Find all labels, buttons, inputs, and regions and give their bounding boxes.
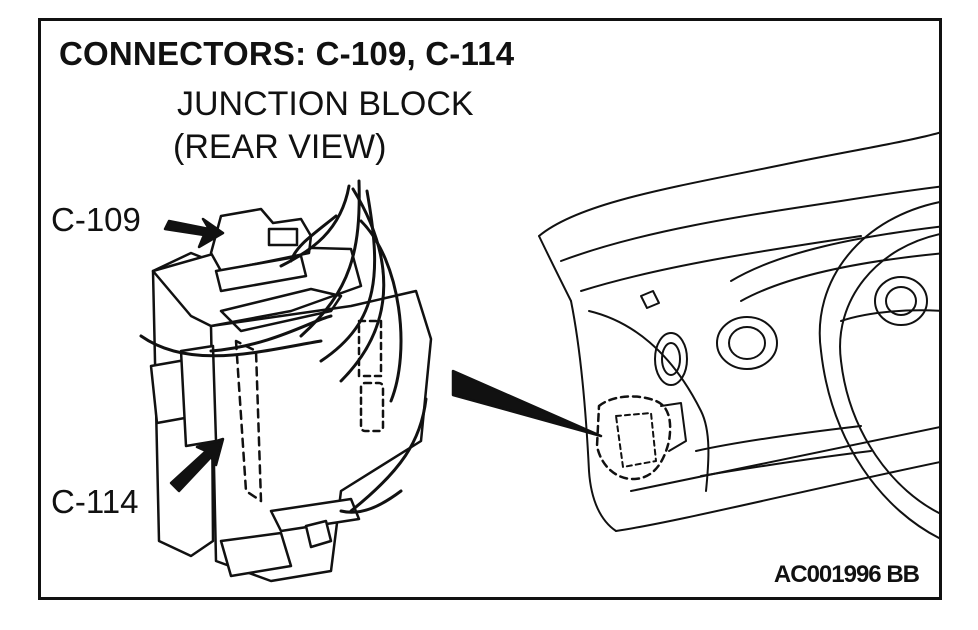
subtitle-junction-block: JUNCTION BLOCK — [177, 85, 474, 123]
page-title: CONNECTORS: C-109, C-114 — [59, 35, 515, 72]
callout-arrows — [163, 217, 225, 493]
figure-code: AC001996 BB — [773, 561, 920, 588]
pointer-wedge — [451, 369, 603, 438]
callout-label-c114: C-114 — [51, 483, 139, 520]
connector-c114 — [149, 344, 218, 448]
junction-block — [151, 244, 433, 583]
diagram-frame: CONNECTORS: C-109, C-114 JUNCTION BLOCK … — [38, 18, 942, 600]
callout-label-c109: C-109 — [51, 201, 141, 238]
connector-c109 — [209, 207, 313, 293]
wire-harness — [139, 179, 428, 514]
dashboard-illustration — [538, 131, 939, 540]
subtitle-rear-view: (REAR VIEW) — [173, 128, 387, 166]
diagram-artwork — [139, 131, 939, 583]
